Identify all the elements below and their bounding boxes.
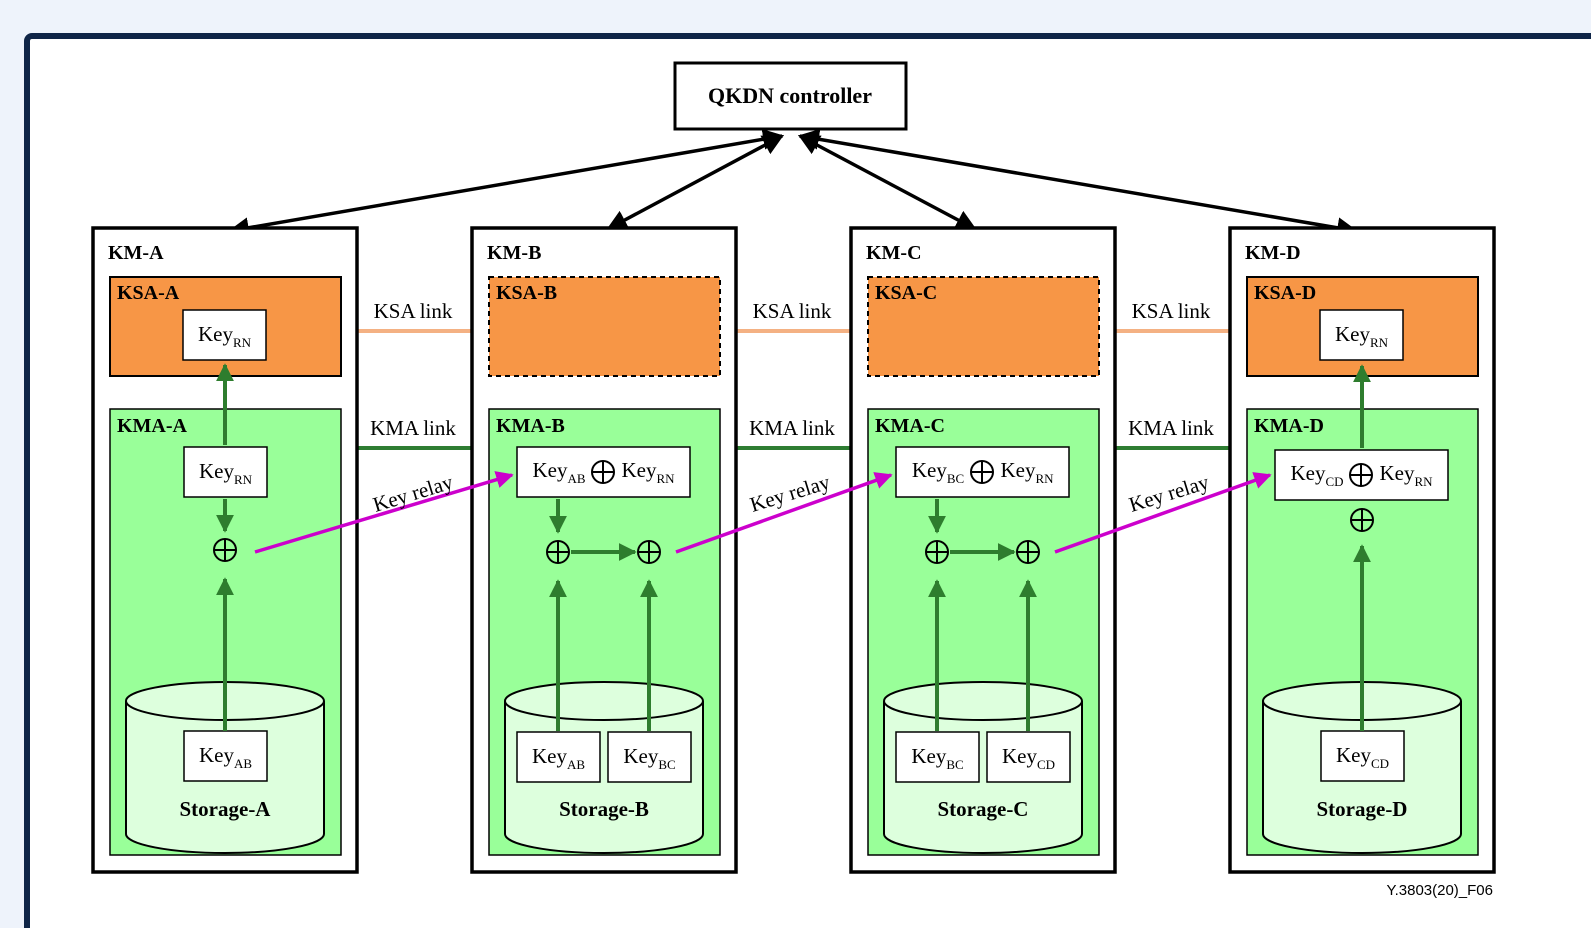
km-label: KM-B — [487, 242, 541, 264]
ksa-label: KSA-A — [117, 282, 180, 304]
ksa-label: KSA-C — [875, 282, 937, 304]
key-relay-arrow-a-b — [254, 471, 514, 554]
kma-combined-key: KeyCD KeyRN — [1274, 449, 1449, 501]
qkdn-controller-label: QKDN controller — [708, 83, 872, 108]
ksa-key-box — [182, 309, 267, 361]
storage-key-right-text: KeyBC — [623, 744, 675, 772]
storage-key-right-box — [607, 731, 692, 783]
ksa-key-text: KeyRN — [1335, 322, 1389, 350]
kma-key-right: KeyRN — [1379, 461, 1433, 489]
storage-label: Storage-A — [180, 797, 272, 821]
controller-arrow-km-b — [606, 134, 784, 231]
ksa-link-label: KSA link — [1132, 299, 1211, 323]
storage-key-right-text: KeyCD — [1002, 744, 1055, 772]
km-label: KM-C — [866, 242, 922, 264]
storage-label: Storage-C — [938, 797, 1029, 821]
ksa-label: KSA-D — [1254, 282, 1316, 304]
kma-link-label: KMA link — [370, 416, 456, 440]
storage-key-left-text: KeyBC — [911, 744, 963, 772]
figure-id: Y.3803(20)_F06 — [1387, 882, 1493, 899]
xor-operator-right — [637, 540, 661, 564]
storage-label: Storage-D — [1317, 797, 1408, 821]
diagram-frame: QKDN controller KSA link KSA link KSA li… — [24, 33, 1591, 928]
ksa-link-label: KSA link — [753, 299, 832, 323]
ksa-box — [488, 276, 721, 377]
controller-arrow-km-a — [227, 128, 785, 239]
xor-operator — [970, 460, 994, 484]
storage-key-text: KeyCD — [1336, 743, 1389, 771]
ksa-label: KSA-B — [496, 282, 557, 304]
storage-top — [504, 681, 704, 721]
ksa-key-box — [1319, 309, 1404, 361]
kma-label: KMA-A — [117, 415, 188, 437]
km-label: KM-D — [1245, 242, 1301, 264]
xor-operator-left — [925, 540, 949, 564]
kma-combined-key: KeyAB KeyRN — [516, 446, 691, 498]
storage-top — [883, 681, 1083, 721]
key-relay-arrows — [254, 471, 1272, 554]
kma-key-right: KeyRN — [1000, 458, 1054, 486]
storage-key-left-box — [895, 731, 980, 783]
kma-combined-key: KeyBC KeyRN — [895, 446, 1070, 498]
kma-key-left: KeyCD — [1290, 461, 1343, 489]
xor-operator — [1350, 508, 1374, 532]
key-relay-label: Key relay — [370, 470, 456, 517]
xor-operator — [591, 460, 615, 484]
km-label: KM-A — [108, 242, 164, 264]
kma-label: KMA-B — [496, 415, 565, 437]
km-node-km-a: KM-A KSA-A KeyRN KMA-A Storage-A KeyAB KeyRN — [91, 226, 359, 874]
ksa-key-text: KeyRN — [198, 322, 252, 350]
key-relay-diagram: QKDN controller KSA link KSA link KSA li… — [91, 61, 1496, 899]
storage-label: Storage-B — [559, 797, 649, 821]
ksa-box — [867, 276, 1100, 377]
xor-operator — [213, 538, 237, 562]
kma-link-label: KMA link — [1128, 416, 1214, 440]
kma-key-left: KeyBC — [912, 458, 964, 486]
qkdn-controller-box — [673, 61, 908, 131]
kma-key-box — [183, 446, 268, 498]
kma-key-right: KeyRN — [621, 458, 675, 486]
ksa-link-label: KSA link — [374, 299, 453, 323]
key-relay-arrow-c-d — [1054, 472, 1272, 554]
kma-label: KMA-D — [1254, 415, 1324, 437]
controller-arrows — [227, 128, 1359, 239]
storage-key-right-box — [986, 731, 1071, 783]
kma-label: KMA-C — [875, 415, 945, 437]
storage-key-text: KeyAB — [199, 743, 252, 771]
key-relay-arrow-b-c — [675, 472, 893, 554]
xor-operator-right — [1016, 540, 1040, 564]
storage-key-left-text: KeyAB — [532, 744, 585, 772]
controller-arrow-km-d — [797, 128, 1359, 239]
kma-key-text: KeyRN — [199, 459, 253, 487]
xor-operator — [1349, 463, 1373, 487]
storage-key-left-box — [516, 731, 601, 783]
kma-link-label: KMA link — [749, 416, 835, 440]
kma-key-left: KeyAB — [532, 458, 585, 486]
link-labels: KSA link KSA link KSA link KMA link KMA … — [370, 299, 1214, 440]
xor-operator-left — [546, 540, 570, 564]
